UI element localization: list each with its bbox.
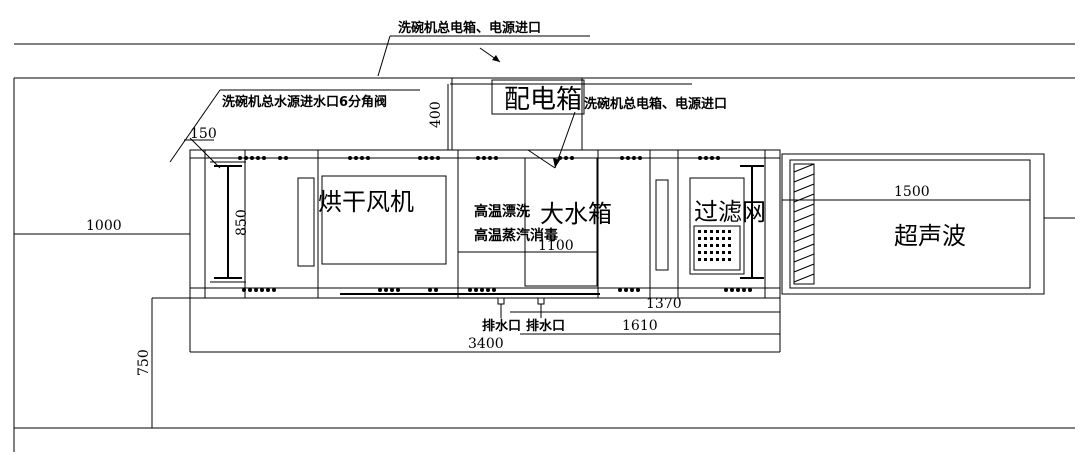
machine-body [189,149,781,299]
ultrasonic-label: 超声波 [894,222,966,250]
high-temp-rinse-label: 高温漂洗 [474,203,530,220]
dim-1370: 1370 [646,296,682,312]
water-inlet-callout: 洗碗机总水源进水口6分角阀 [222,94,387,110]
distribution-box-label: 配电箱 [504,85,582,115]
top-power-callout-leader [377,35,590,77]
dim-150: 150 [190,126,217,142]
dim-1000: 1000 [86,218,122,234]
right-column [740,165,764,279]
power-callout-2: 洗碗机总电箱、电源进口 [584,96,727,112]
power-callout-2-leader [527,111,576,169]
drain-markers [497,297,545,318]
filter-net-grid [698,230,731,261]
high-temp-steam-label: 高温蒸汽消毒 [474,227,558,244]
dim-1610: 1610 [622,318,658,334]
drain-outlet-1: 排水口 [482,318,521,334]
right-slot [655,179,669,271]
top-power-callout: 洗碗机总电箱、电源进口 [398,20,541,36]
left-column [210,161,246,283]
bottom-dimension-lines [151,297,781,428]
filter-net-label: 过滤网 [694,198,766,226]
big-water-tank-label: 大水箱 [540,200,612,228]
dim-750: 750 [136,349,152,376]
dryer-fan-label: 烘干风机 [318,188,414,216]
dryer-fan-panel [297,175,447,267]
filter-net-box [689,177,745,275]
ultrasonic-unit [781,153,1075,295]
drain-outlet-2: 排水口 [526,318,565,334]
dim-400: 400 [428,101,444,128]
dim-3400: 3400 [468,336,504,352]
rivet-rows [238,156,752,292]
dim-850: 850 [234,209,250,236]
dim-1500: 1500 [894,184,930,200]
tank-section [458,157,598,287]
dim-1100: 1100 [538,238,574,254]
